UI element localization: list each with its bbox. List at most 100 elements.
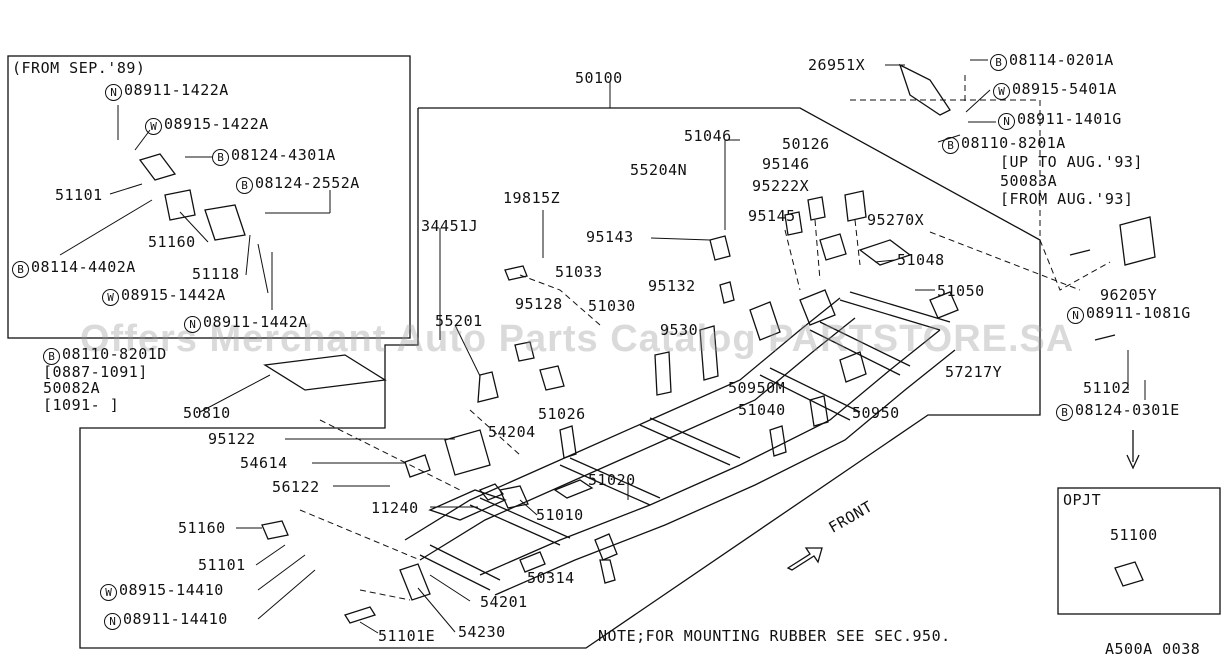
part-label-p95222X[interactable]: 95222X	[752, 178, 809, 194]
part-label-p95145[interactable]: 95145	[748, 208, 796, 224]
part-label-p11240[interactable]: 11240	[371, 500, 419, 516]
part-label-p50100[interactable]: 50100	[575, 70, 623, 86]
part-label-p51118[interactable]: 51118	[192, 266, 240, 282]
part-number-text: 95128	[515, 295, 563, 313]
part-number-text: 57217Y	[945, 363, 1003, 381]
part-number-text: 51046	[684, 127, 732, 145]
part-label-p51010[interactable]: 51010	[536, 507, 584, 523]
part-label-p51102[interactable]: 51102	[1083, 380, 1131, 396]
part-label-p51101b[interactable]: 51101	[198, 557, 246, 573]
part-number-text: 50100	[575, 69, 623, 87]
part-number-text: 08911-14410	[123, 610, 228, 628]
option-part-sketch	[1114, 561, 1144, 587]
part-label-p95128[interactable]: 95128	[515, 296, 563, 312]
part-label-p51048[interactable]: 51048	[897, 252, 945, 268]
part-label-p54204[interactable]: 54204	[488, 424, 536, 440]
part-label-p51040[interactable]: 51040	[738, 402, 786, 418]
part-number-text: 95222X	[752, 177, 810, 195]
part-label-p95270X[interactable]: 95270X	[867, 212, 924, 228]
part-label-p55204N[interactable]: 55204N	[630, 162, 687, 178]
part-label-p51020[interactable]: 51020	[588, 472, 636, 488]
part-label-p55201[interactable]: 55201	[435, 313, 483, 329]
part-label-p51160a[interactable]: 51160	[148, 234, 196, 250]
part-number-text: [UP TO AUG.'93]	[1000, 153, 1143, 171]
part-number-text: 51160	[178, 519, 226, 537]
part-label-p51101a[interactable]: 51101	[55, 187, 103, 203]
part-number-text: 51118	[192, 265, 240, 283]
part-label-p51046[interactable]: 51046	[684, 128, 732, 144]
part-label-p50082A[interactable]: 50082A	[43, 380, 100, 396]
part-label-d0887[interactable]: [0887-1091]	[43, 364, 148, 380]
part-number-text: 08915-1422A	[164, 115, 269, 133]
part-label-p51026[interactable]: 51026	[538, 406, 586, 422]
part-number-text: 51101E	[378, 627, 436, 645]
part-label-p50083A[interactable]: 50083A	[1000, 173, 1057, 189]
part-number-text: 51026	[538, 405, 586, 423]
fastener-type-symbol: B	[990, 54, 1007, 71]
part-number-text: 95146	[762, 155, 810, 173]
part-label-p34451J[interactable]: 34451J	[421, 218, 478, 234]
inset-title: (FROM SEP.'89)	[12, 59, 146, 77]
fastener-type-symbol: B	[942, 137, 959, 154]
part-label-p50810[interactable]: 50810	[183, 405, 231, 421]
part-number-text: 11240	[371, 499, 419, 517]
fastener-type-symbol: B	[1056, 404, 1073, 421]
fastener-type-symbol: W	[102, 289, 119, 306]
part-label-p56122[interactable]: 56122	[272, 479, 320, 495]
part-label-p95132[interactable]: 95132	[648, 278, 696, 294]
part-label-p51050[interactable]: 51050	[937, 283, 985, 299]
part-label-p9530[interactable]: 9530	[660, 322, 698, 338]
part-label-p51160b[interactable]: 51160	[178, 520, 226, 536]
part-label-p95146[interactable]: 95146	[762, 156, 810, 172]
part-label-p50314[interactable]: 50314	[527, 570, 575, 586]
part-number-text: 34451J	[421, 217, 479, 235]
part-label-p51101E[interactable]: 51101E	[378, 628, 435, 644]
part-number-text: 51040	[738, 401, 786, 419]
part-number-text: 51102	[1083, 379, 1131, 397]
part-number-text: 51010	[536, 506, 584, 524]
part-label-upto93[interactable]: [UP TO AUG.'93]	[1000, 154, 1143, 170]
part-number-text: 51030	[588, 297, 636, 315]
part-label-p54230[interactable]: 54230	[458, 624, 506, 640]
part-label-p51033[interactable]: 51033	[555, 264, 603, 280]
part-label-p96205Y[interactable]: 96205Y	[1100, 287, 1157, 303]
part-label-p50950M[interactable]: 50950M	[728, 380, 785, 396]
part-label-p54201[interactable]: 54201	[480, 594, 528, 610]
part-label-p50126[interactable]: 50126	[782, 136, 830, 152]
part-label-from93[interactable]: [FROM AUG.'93]	[1000, 191, 1133, 207]
part-label-p26951X[interactable]: 26951X	[808, 57, 865, 73]
part-label-p51030[interactable]: 51030	[588, 298, 636, 314]
part-label-p95122[interactable]: 95122	[208, 431, 256, 447]
part-label-p50950[interactable]: 50950	[852, 405, 900, 421]
fastener-type-symbol: N	[184, 316, 201, 333]
option-title: OPJT	[1063, 491, 1102, 509]
part-label-p54614[interactable]: 54614	[240, 455, 288, 471]
part-number-text: 51048	[897, 251, 945, 269]
part-label-p19815Z[interactable]: 19815Z	[503, 190, 560, 206]
part-number-text: 08911-1442A	[203, 313, 308, 331]
part-number-text: 55201	[435, 312, 483, 330]
part-label-d1091[interactable]: [1091- ]	[43, 397, 119, 413]
inset-frame	[7, 55, 411, 339]
part-label-p95143[interactable]: 95143	[586, 229, 634, 245]
fastener-type-symbol: W	[100, 584, 117, 601]
option-part-number[interactable]: 51100	[1110, 526, 1158, 544]
part-label-p57217Y[interactable]: 57217Y	[945, 364, 1002, 380]
fastener-type-symbol: N	[1067, 307, 1084, 324]
